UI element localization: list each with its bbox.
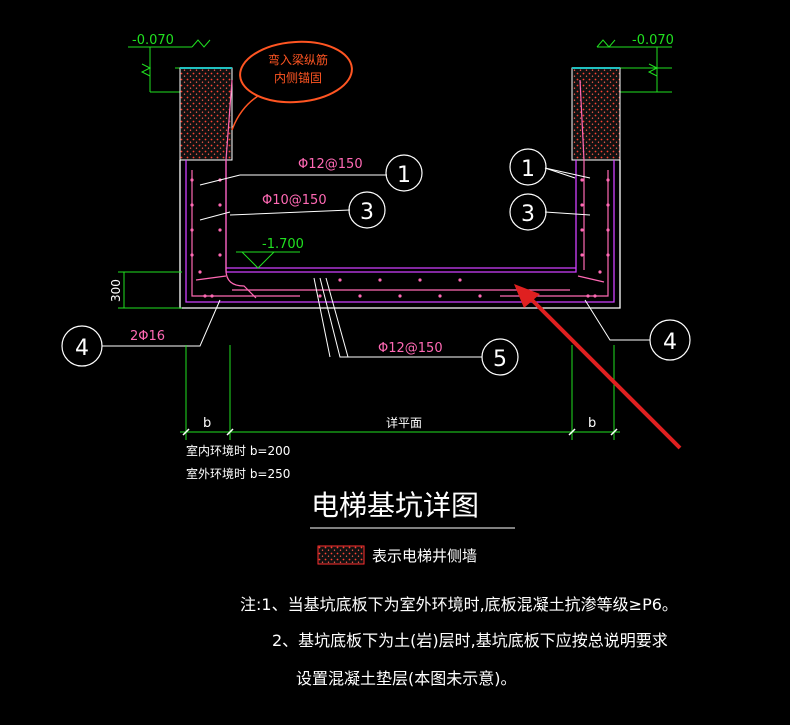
dim-span: 详平面: [386, 415, 422, 430]
dim-ticks: [182, 428, 618, 436]
svg-text:1: 1: [397, 163, 411, 188]
marker-3-right: 3: [509, 193, 547, 231]
note-3: 设置混凝土垫层(本图未示意)。: [296, 669, 517, 688]
svg-text:3: 3: [521, 202, 535, 227]
label-bar4: 2Φ16: [130, 329, 165, 344]
marker-1-left: 1: [385, 154, 423, 192]
dim-b-left: b: [203, 416, 211, 431]
marker-4-left: 4: [61, 325, 103, 367]
hand-annotation-line2: 内侧锚固: [274, 70, 322, 85]
hand-annotation: 弯入梁纵筋 内侧锚固: [231, 40, 353, 131]
elevation-pit-bottom-text: -1.700: [262, 237, 304, 252]
marker-5: 5: [481, 338, 519, 376]
dim-slab-thickness-text: 300: [109, 279, 123, 302]
label-bar3: Φ10@150: [262, 193, 327, 208]
rebars: [191, 79, 609, 299]
label-bar5: Φ12@150: [378, 341, 443, 356]
b-note-indoor: 室内环境时 b=200: [186, 443, 290, 458]
elevation-top-right: -0.070: [632, 33, 674, 48]
leader-lines: [199, 167, 591, 221]
svg-text:4: 4: [663, 330, 677, 355]
elevation-top-left: -0.070: [132, 33, 174, 48]
elevation-pit-bottom: [236, 251, 300, 269]
dim-b-right: b: [588, 416, 596, 431]
label-bar1: Φ12@150: [298, 157, 363, 172]
legend-swatch: [317, 545, 365, 565]
dim-slab-thickness: [118, 271, 182, 309]
legend-text: 表示电梯井侧墙: [372, 547, 477, 565]
marker-4-right: 4: [649, 319, 691, 361]
note-2: 2、基坑底板下为土(岩)层时,基坑底板下应按总说明要求: [272, 631, 668, 650]
marker-1-right: 1: [509, 148, 547, 186]
ring-beam-right: [571, 67, 621, 161]
b-note-outdoor: 室外环境时 b=250: [186, 466, 290, 481]
note-1: 注:1、当基坑底板下为室外环境时,底板混凝土抗渗等级≥P6。: [240, 595, 678, 614]
leader-lines-lower: [102, 277, 650, 358]
ring-beam-left: [179, 67, 233, 161]
svg-text:5: 5: [493, 347, 507, 372]
drawing-title: 电梯基坑详图: [311, 489, 479, 522]
svg-text:3: 3: [360, 200, 374, 225]
rebar-dots: [190, 178, 610, 298]
svg-text:4: 4: [75, 336, 89, 361]
dim-bottom: [180, 345, 620, 440]
svg-text:1: 1: [521, 157, 535, 182]
red-arrow: [514, 284, 682, 450]
hand-annotation-line1: 弯入梁纵筋: [268, 52, 328, 67]
marker-3-left: 3: [348, 191, 386, 229]
elevation-mark-right: [596, 39, 672, 93]
